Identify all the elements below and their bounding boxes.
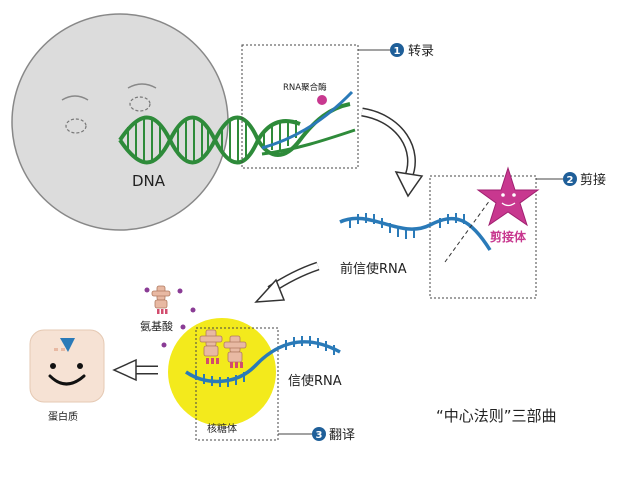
step3-badge: [312, 427, 326, 441]
step1-label: 转录: [408, 44, 434, 59]
step2-label: 剪接: [580, 172, 606, 188]
step2-badge: [563, 172, 577, 186]
translation-box: [195, 327, 279, 441]
arrow-to-protein: [112, 358, 158, 382]
protein-label: 蛋白质: [48, 410, 78, 423]
dna-label: DNA: [132, 172, 166, 190]
step1-badge: [390, 43, 404, 57]
ribosome-circle: [168, 318, 276, 426]
nucleus: [11, 13, 229, 231]
rna-polymerase-label: RNA聚合酶: [283, 82, 327, 93]
pre-mrna-strand: [339, 199, 492, 263]
mrna-label: 信使RNA: [288, 373, 342, 389]
amino-acid-icon: [151, 285, 171, 309]
amino-acid-label: 氨基酸: [140, 319, 173, 333]
mrna-strand: [185, 336, 341, 387]
transcription-box: [241, 44, 359, 169]
step3-num: 3: [316, 430, 323, 441]
spliceosome-star: [476, 166, 540, 227]
diagram-caption: “中心法则”三部曲: [436, 407, 557, 425]
amino-acid-dots: [144, 287, 196, 348]
arrow-to-translation: [254, 261, 320, 303]
rna-polymerase-dot: [317, 95, 327, 105]
arrow-to-splicing: [361, 107, 424, 198]
codon-marks: [206, 358, 243, 368]
ribosome-label: 核糖体: [207, 422, 237, 435]
trna-molecules: [199, 329, 247, 363]
spliceosome-label: 剪接体: [490, 229, 527, 244]
rna-transcript-strand: [261, 90, 356, 156]
step2-num: 2: [567, 175, 574, 186]
step1-num: 1: [394, 46, 401, 57]
splicing-box: [429, 175, 537, 299]
step3-label: 翻译: [329, 428, 355, 443]
amino-acid-codon-marks: [157, 309, 168, 314]
protein-icon: [29, 329, 105, 403]
pre-mrna-label: 前信使RNA: [340, 261, 407, 277]
